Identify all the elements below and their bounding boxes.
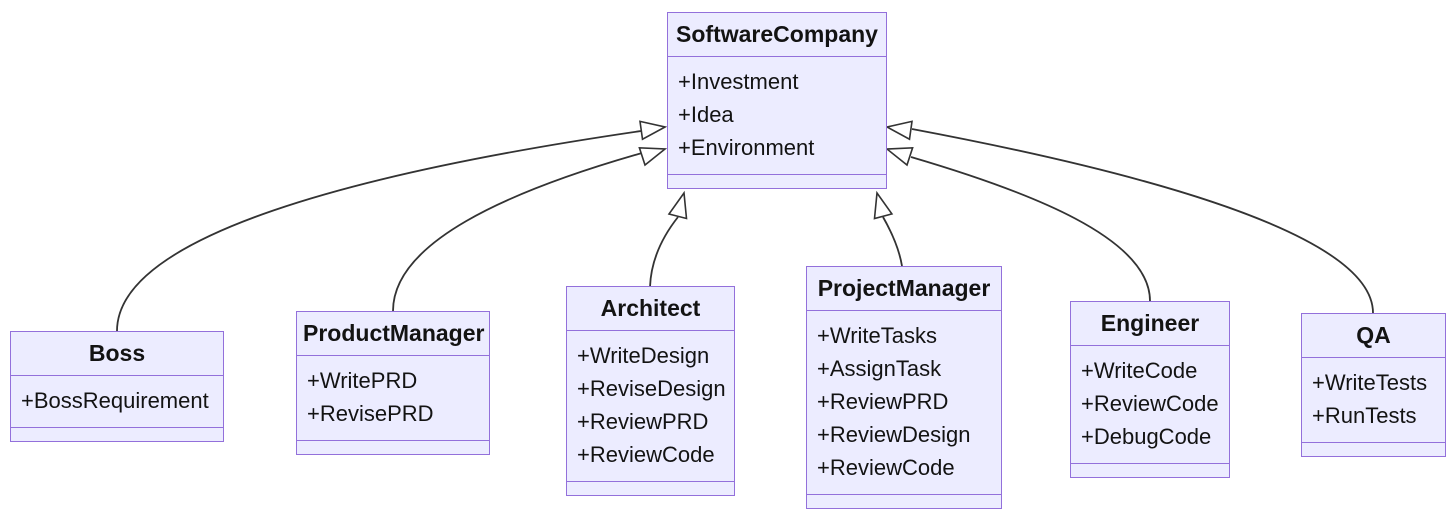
class-methods-empty-section [668,175,886,188]
class-attributes: +WriteCode +ReviewCode +DebugCode [1071,346,1229,464]
edge-boss-to-softwarecompany [116,130,642,332]
class-node-softwarecompany: SoftwareCompany +Investment +Idea +Envir… [667,12,887,189]
class-attributes: +WriteDesign +ReviseDesign +ReviewPRD +R… [567,331,734,482]
class-attributes: +WriteTasks +AssignTask +ReviewPRD +Revi… [807,311,1001,495]
inheritance-arrowhead [667,190,688,220]
class-attribute: +RunTests [1312,403,1417,428]
edge-productmanager-to-softwarecompany [392,152,643,312]
class-title: ProjectManager [807,267,1001,311]
class-methods-empty-section [1302,443,1445,456]
class-node-projectmanager: ProjectManager +WriteTasks +AssignTask +… [806,266,1002,509]
class-title: Architect [567,287,734,331]
class-attribute: +BossRequirement [21,388,209,413]
class-methods-empty-section [1071,464,1229,477]
class-attribute: +ReviewCode [817,455,955,480]
class-node-boss: Boss +BossRequirement [10,331,224,442]
inheritance-arrowhead [638,146,668,167]
edge-architect-to-softwarecompany [649,216,679,288]
class-node-engineer: Engineer +WriteCode +ReviewCode +DebugCo… [1070,301,1230,478]
edge-qa-to-softwarecompany [911,128,1374,314]
class-attribute: +ReviewDesign [817,422,971,447]
inheritance-arrowhead [873,190,894,220]
class-attribute: +ReviseDesign [577,376,726,401]
class-attributes: +WriteTests +RunTests [1302,358,1445,443]
class-attributes: +WritePRD +RevisePRD [297,356,489,441]
class-title: Boss [11,332,223,376]
class-methods-empty-section [807,495,1001,508]
class-attribute: +ReviewPRD [817,389,949,414]
class-attribute: +ReviewPRD [577,409,709,434]
class-title: QA [1302,314,1445,358]
inheritance-arrowhead [884,120,913,141]
class-attribute: +WriteCode [1081,358,1198,383]
class-node-productmanager: ProductManager +WritePRD +RevisePRD [296,311,490,455]
class-attribute: +RevisePRD [307,401,434,426]
class-attributes: +BossRequirement [11,376,223,428]
class-node-qa: QA +WriteTests +RunTests [1301,313,1446,457]
inheritance-arrowhead [884,146,914,167]
class-methods-empty-section [567,482,734,495]
class-node-architect: Architect +WriteDesign +ReviseDesign +Re… [566,286,735,496]
class-attribute: +WritePRD [307,368,418,393]
class-attribute: +Idea [678,102,734,127]
class-attribute: +AssignTask [817,356,942,381]
class-methods-empty-section [297,441,489,454]
class-title: SoftwareCompany [668,13,886,57]
edge-engineer-to-softwarecompany [910,156,1151,302]
class-attribute: +DebugCode [1081,424,1212,449]
class-title: Engineer [1071,302,1229,346]
class-attributes: +Investment +Idea +Environment [668,57,886,175]
class-attribute: +Investment [678,69,799,94]
class-attribute: +Environment [678,135,815,160]
class-attribute: +WriteTasks [817,323,938,348]
class-attribute: +WriteDesign [577,343,710,368]
class-attribute: +WriteTests [1312,370,1428,395]
class-attribute: +ReviewCode [1081,391,1219,416]
inheritance-arrowhead [639,120,668,141]
class-title: ProductManager [297,312,489,356]
class-attribute: +ReviewCode [577,442,715,467]
edge-projectmanager-to-softwarecompany [882,216,903,267]
class-methods-empty-section [11,428,223,441]
